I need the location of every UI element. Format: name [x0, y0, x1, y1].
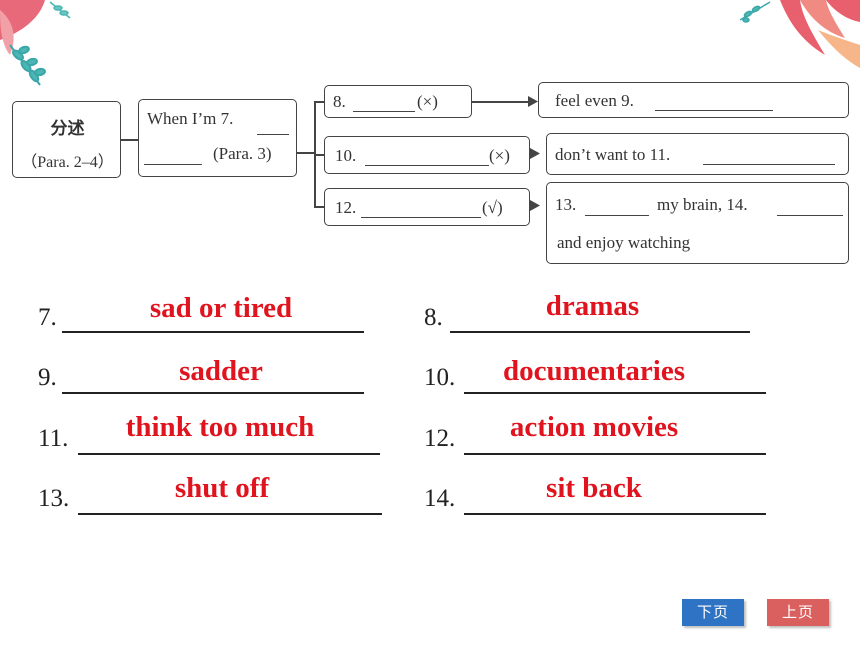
result-box-10: don’t want to 11.: [546, 133, 849, 175]
answer-text: documentaries: [502, 355, 686, 387]
b12-num: 12.: [335, 198, 357, 217]
r10-text: don’t want to 11.: [555, 145, 671, 164]
arrow-icon: [528, 96, 538, 107]
next-page-button[interactable]: 下页: [682, 599, 744, 626]
blank-13: [585, 201, 649, 216]
b10-num: 10.: [335, 146, 357, 165]
blank-7a: [257, 120, 289, 135]
blank-10: [365, 151, 489, 166]
mid-text-a: When I’m 7.: [147, 109, 234, 128]
blank-7b: [144, 150, 202, 165]
answer-text: action movies: [509, 411, 679, 443]
r12-c: and enjoy watching: [557, 233, 691, 252]
question-number: 8.: [424, 304, 443, 331]
b8-mark: (×): [417, 92, 438, 111]
mid-text-b: (Para. 3): [213, 144, 272, 163]
arrow-icon: [530, 148, 540, 159]
result-box-8: feel even 9.: [538, 82, 849, 118]
question-number: 12.: [424, 425, 456, 452]
question-number: 11.: [38, 425, 69, 452]
question-number: 9.: [38, 364, 57, 391]
answer-text: sad or tired: [149, 292, 293, 324]
blank-9: [655, 96, 773, 111]
r12-b: my brain, 14.: [657, 195, 748, 214]
answer-text: sadder: [179, 355, 263, 387]
b10-mark: (×): [489, 146, 510, 165]
r8-text: feel even 9.: [555, 91, 634, 110]
blank-11: [703, 150, 835, 165]
result-box-12: 13. my brain, 14. and enjoy watching: [546, 182, 849, 264]
mid-box: When I’m 7. (Para. 3): [138, 99, 297, 177]
answer-text: dramas: [545, 290, 640, 322]
branch-box-8: 8. (×): [324, 85, 472, 118]
mind-map: 分述 （Para. 2–4） When I’m 7. (Para. 3) 8. …: [0, 0, 860, 270]
arrow-icon: [530, 200, 540, 211]
blank-14: [777, 201, 843, 216]
r12-a: 13.: [555, 195, 577, 214]
b8-num: 8.: [333, 92, 346, 111]
root-title: 分述: [50, 119, 85, 139]
root-box: 分述 （Para. 2–4）: [12, 101, 121, 178]
question-number: 13.: [38, 485, 70, 512]
branch-box-12: 12. (√): [324, 188, 530, 226]
answer-text: think too much: [125, 411, 315, 443]
branch-box-10: 10. (×): [324, 136, 530, 174]
question-number: 14.: [424, 485, 456, 512]
blank-8: [353, 97, 415, 112]
question-number: 7.: [38, 304, 57, 331]
blank-12: [361, 203, 481, 218]
answer-text: shut off: [174, 472, 270, 504]
question-number: 10.: [424, 364, 456, 391]
root-subtitle: （Para. 2–4）: [21, 154, 114, 171]
floral-decoration-top-right: [739, 0, 860, 68]
floral-decoration-top-left: [0, 0, 71, 86]
answer-text: sit back: [546, 472, 642, 504]
b12-mark: (√): [482, 198, 503, 217]
prev-page-button[interactable]: 上页: [767, 599, 829, 626]
